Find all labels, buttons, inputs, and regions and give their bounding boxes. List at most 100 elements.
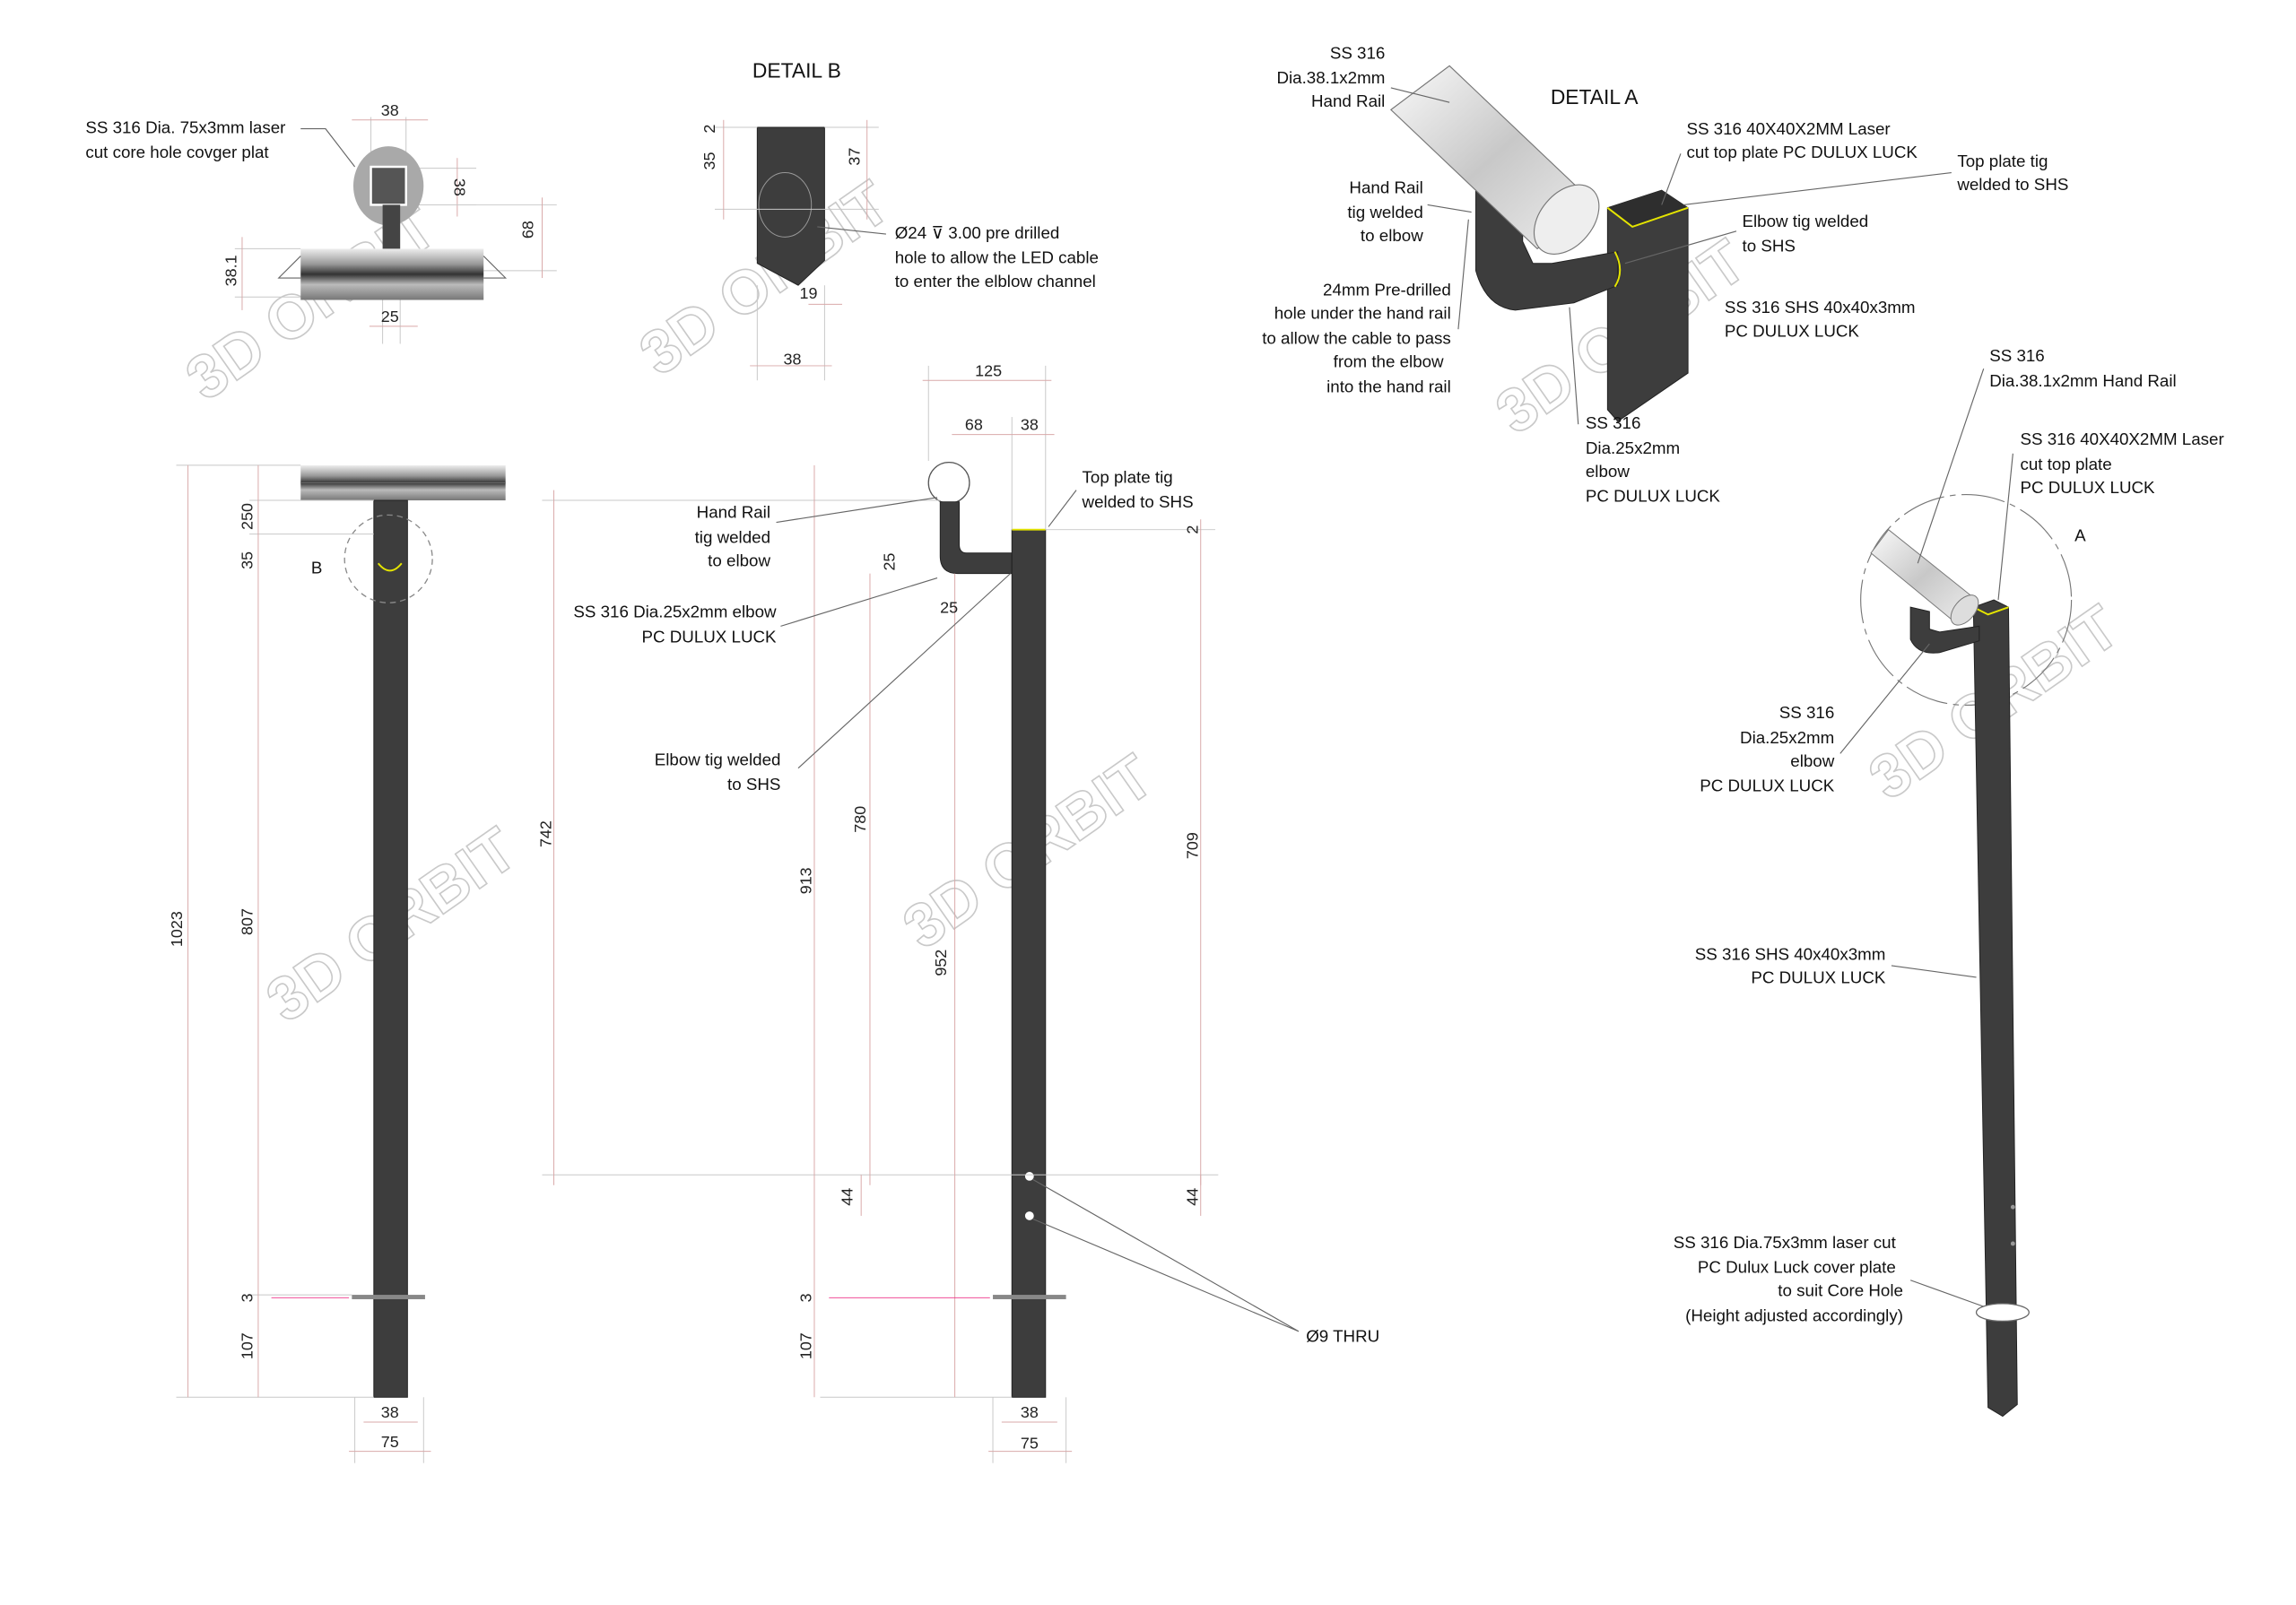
label-line: SS 316 xyxy=(1330,43,1386,62)
label-line: hole under the hand rail xyxy=(1274,304,1451,323)
dim: 125 xyxy=(975,361,1002,379)
dim: 709 xyxy=(1183,832,1201,859)
dim: 38 xyxy=(381,1403,399,1421)
label-line: to elbow xyxy=(708,551,770,569)
detail-a-marker: A xyxy=(2074,526,2086,545)
dim: 2 xyxy=(700,125,718,134)
label-line: PC DULUX LUCK xyxy=(641,627,777,646)
dim: 2 xyxy=(1183,525,1201,534)
label-line: PC Dulux Luck cover plate xyxy=(1698,1258,1896,1277)
label-line: SS 316 40X40X2MM Laser xyxy=(1686,119,1890,138)
dim: 38 xyxy=(1021,416,1039,434)
dim: 38 xyxy=(381,101,399,119)
dim: 38 xyxy=(451,178,469,196)
dim: 25 xyxy=(940,599,958,617)
label-line: to elbow xyxy=(1361,226,1423,245)
label-line: SS 316 Dia.75x3mm laser cut xyxy=(1674,1233,1897,1252)
label-line: Dia.38.1x2mm xyxy=(1276,68,1385,87)
mid-elevation: 125 68 38 2 25 25 742 780 913 952 709 44… xyxy=(536,361,1379,1463)
label-line: cut top plate PC DULUX LUCK xyxy=(1686,143,1918,161)
dim: 19 xyxy=(799,284,817,302)
label-line: elbow xyxy=(1586,462,1630,481)
dim: 25 xyxy=(381,308,399,325)
label-line: Hand Rail xyxy=(1349,178,1422,196)
iso-view: A SS 316 Dia.38.1x2mm Hand Rail SS 316 4… xyxy=(1674,346,2224,1418)
label-line: SS 316 Dia. 75x3mm laser xyxy=(85,117,285,136)
label-line: to SHS xyxy=(1742,237,1795,256)
label-line: PC DULUX LUCK xyxy=(1725,321,1860,340)
label-line: to suit Core Hole xyxy=(1778,1281,1903,1300)
label-line: PC DULUX LUCK xyxy=(2021,478,2156,497)
dim: 38 xyxy=(1021,1403,1039,1421)
label-line: SS 316 SHS 40x40x3mm xyxy=(1725,298,1916,317)
dim: 75 xyxy=(1021,1434,1039,1452)
label-line: SS 316 xyxy=(1989,346,2045,365)
left-elevation: B 250 35 807 1023 3 107 38 75 xyxy=(168,464,506,1463)
label-line: into the hand rail xyxy=(1326,377,1451,395)
label-line: Dia.25x2mm xyxy=(1586,438,1680,457)
dim: 44 xyxy=(1183,1188,1201,1206)
dim: 75 xyxy=(381,1433,399,1451)
detail-b-title: DETAIL B xyxy=(752,58,841,82)
label-line: Elbow tig welded xyxy=(655,750,781,768)
dim: 37 xyxy=(846,148,864,166)
detail-b-marker: B xyxy=(311,559,323,577)
label-line: 24mm Pre-drilled xyxy=(1323,281,1451,299)
label-line: to allow the cable to pass xyxy=(1262,328,1451,347)
label-line: SS 316 SHS 40x40x3mm xyxy=(1695,944,1886,963)
label-line: SS 316 xyxy=(1586,413,1641,432)
label-line: PC DULUX LUCK xyxy=(1700,776,1835,795)
label-line: hole to allow the LED cable xyxy=(895,248,1099,267)
label-line: tig welded xyxy=(1347,203,1422,221)
label-line: Dia.38.1x2mm Hand Rail xyxy=(1989,371,2176,390)
dim: 38.1 xyxy=(222,255,239,286)
dim: 780 xyxy=(851,806,869,833)
label-line: to SHS xyxy=(727,775,780,794)
label-line: SS 316 Dia.25x2mm elbow xyxy=(573,603,777,621)
dim: 38 xyxy=(784,350,802,368)
label-line: welded to SHS xyxy=(1082,492,1194,511)
dim: 25 xyxy=(881,553,899,571)
dim: 68 xyxy=(519,221,537,239)
label-line: to enter the elblow channel xyxy=(895,272,1096,291)
label-line: elbow xyxy=(1790,751,1834,770)
dim: 952 xyxy=(932,950,950,976)
hand-rail xyxy=(300,248,484,300)
label-line: PC DULUX LUCK xyxy=(1751,968,1886,987)
dim: 250 xyxy=(238,503,256,530)
dim: 107 xyxy=(238,1332,256,1359)
detail-b: DETAIL B 2 35 37 19 38 Ø24 ⊽ 3.00 pre dr… xyxy=(700,58,1099,381)
label-line: from the elbow xyxy=(1334,352,1444,371)
label-line: Elbow tig welded xyxy=(1742,212,1868,230)
label-line: welded to SHS xyxy=(1956,175,2068,194)
dim: 68 xyxy=(965,416,983,434)
label-line: tig welded xyxy=(695,527,770,546)
dim: 913 xyxy=(797,867,815,894)
dim: 807 xyxy=(238,908,256,935)
label-line: Top plate tig xyxy=(1957,152,2048,170)
label-line: cut top plate xyxy=(2021,455,2112,473)
label-line: Hand Rail xyxy=(1311,91,1385,110)
dim: 35 xyxy=(700,152,718,169)
watermark: 3D ORBIT xyxy=(174,192,448,413)
holes-label: Ø9 THRU xyxy=(1306,1326,1379,1345)
dim: 107 xyxy=(797,1332,815,1359)
label-line: (Height adjusted accordingly) xyxy=(1685,1306,1903,1324)
label-line: Dia.25x2mm xyxy=(1740,728,1834,747)
dim: 3 xyxy=(238,1293,256,1302)
dim: 3 xyxy=(797,1293,815,1302)
label-line: PC DULUX LUCK xyxy=(1586,487,1721,506)
label-line: cut core hole covger plat xyxy=(85,143,269,161)
dim: 1023 xyxy=(168,911,186,947)
dim: 742 xyxy=(536,820,554,847)
label-line: SS 316 xyxy=(1779,703,1835,722)
label-line: Ø24 ⊽ 3.00 pre drilled xyxy=(895,223,1060,242)
label-line: SS 316 40X40X2MM Laser xyxy=(2021,429,2224,448)
label-line: Top plate tig xyxy=(1083,467,1173,486)
dim: 44 xyxy=(838,1188,856,1206)
detail-a: DETAIL A SS 316 Dia.38.1x2mm Hand Rail S… xyxy=(1262,43,2068,505)
label-line: Hand Rail xyxy=(697,503,770,522)
detail-a-title: DETAIL A xyxy=(1551,85,1639,108)
dim: 35 xyxy=(238,551,256,569)
